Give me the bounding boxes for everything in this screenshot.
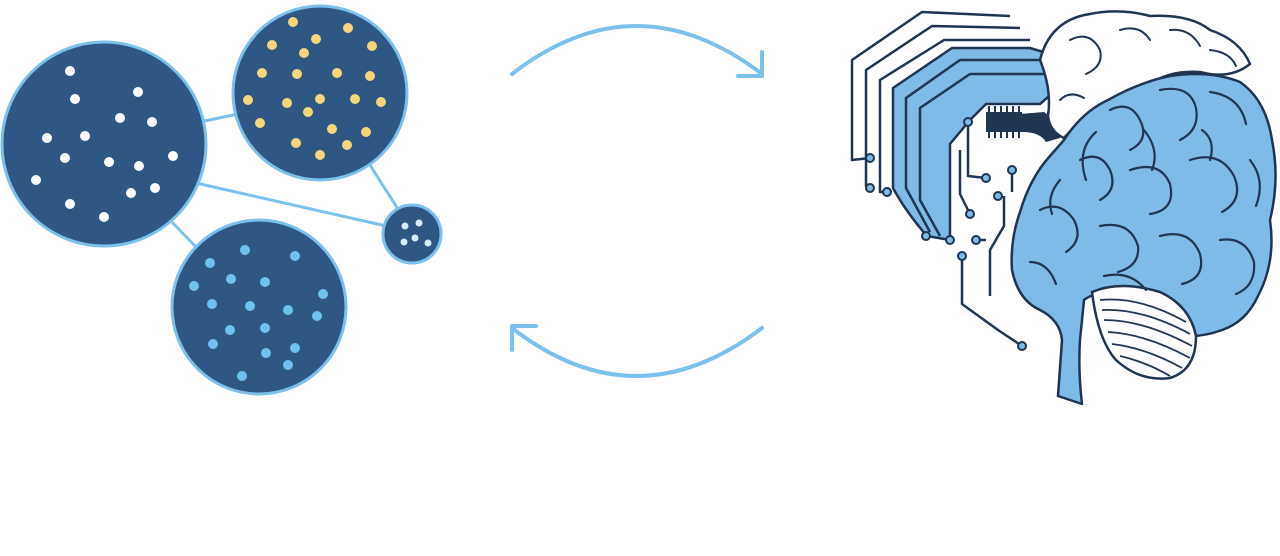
node-yellow	[231, 4, 409, 182]
node-large-dots	[31, 66, 178, 222]
node-large	[0, 40, 208, 248]
network-cluster-icon	[0, 4, 443, 396]
link-yellow-to-small	[366, 161, 400, 210]
link-large-to-blue	[170, 220, 201, 252]
circuit-channels	[904, 58, 1048, 296]
circuit-nodes	[865, 117, 1027, 351]
node-blue	[170, 218, 348, 396]
node-yellow-dots	[243, 17, 386, 160]
link-large-to-yellow	[199, 112, 239, 124]
node-small-dots	[400, 219, 432, 247]
arrow-back-icon	[510, 324, 764, 378]
node-small	[381, 203, 443, 265]
upper-lobe-folds	[1059, 27, 1237, 101]
brain-circuit-icon	[850, 10, 1277, 406]
node-blue-dots	[189, 245, 328, 381]
cluster-links	[170, 112, 400, 252]
link-large-to-small	[195, 181, 387, 228]
brain-folds	[1028, 87, 1261, 296]
arrow-forward-icon	[510, 24, 764, 78]
cerebellum	[1090, 284, 1198, 380]
